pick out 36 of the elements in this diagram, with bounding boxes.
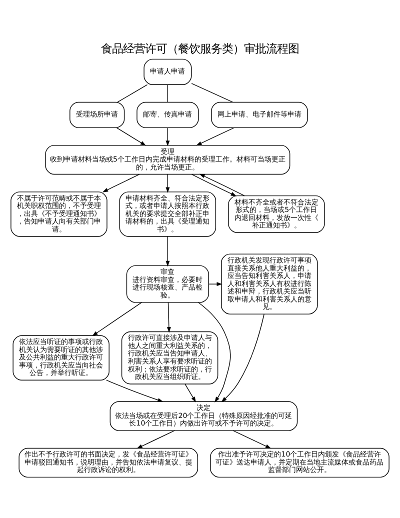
- node-box: 受理 收到申请材料当场或5个工作日内完成申请材料的受理工作。材料可当场更正的，允许当场更正。: [45, 144, 290, 175]
- node-box: 决定 依法当场或在受理后20个工作日（特殊原因经批准的可延长10个工作日）内做出许可或不予许可的决定。: [110, 401, 298, 431]
- arrow: [102, 174, 140, 192]
- arrow: [106, 380, 164, 402]
- node-box: 依法应当听证的事项或行政机关认为需要听证的其他涉及公共利益的重大行政许可事项，行政机关应当向社会公告，并举行听证。: [12, 335, 110, 380]
- arrow: [232, 430, 272, 449]
- node-box: 材料不齐全或者不符合法定形式的，当场或5个工作日内退回材料，发放一次性《补正通知书》。: [228, 195, 325, 233]
- arrow: [166, 236, 170, 267]
- node-box: 行政机关发现行政许可事项直接关系他人重大利益的，应当告知利害关系人，申请人和利害关系人有权进行陈述和申辩，行政机关应当听取申请人和利害关系人的意见。: [221, 254, 318, 314]
- node-box: 邮寄、传真申请: [136, 102, 199, 128]
- arrow: [136, 430, 175, 449]
- arrow: [221, 314, 264, 402]
- arrow: [184, 384, 196, 402]
- arrow: [166, 174, 170, 193]
- arrow: [196, 127, 234, 146]
- arrow: [208, 282, 222, 286]
- arrow: [116, 127, 146, 146]
- arrow: [166, 127, 170, 146]
- connector: [117, 84, 148, 103]
- node-box: 作出准予许可决定的10个工作日内颁发《食品经营许可证》送达申请人，并定期在当地主流媒体或食品药品监督部门网站公开。: [210, 448, 390, 478]
- node-box: 申请材料齐全、符合法定形式，或者申请人按照本行政机关的要求提交全部补正申请材料的，出具《受理通知书》。: [119, 192, 216, 237]
- node-box: 作出不予行政许可的书面决定，发《食品经营许可证》申请驳回通知书，说明理由，并告知依法申请复议、提起行政诉讼的权利。: [18, 448, 198, 478]
- node-box: 受理场所申请: [70, 102, 125, 128]
- arrow: [166, 302, 171, 333]
- arrow: [198, 302, 231, 402]
- node-box: 行政许可直接涉及申请人与他人之间重大利益关系的，行政机关应当告知申请人、利害关系人享有要求听证的权利；依法要求听证的，行政机关应当组织听证。: [121, 331, 218, 384]
- node-box: 申请人申请: [144, 58, 192, 85]
- node-box: 审查 进行资料审查，必要时进行现场核查、产品检验。: [126, 265, 209, 303]
- connector: [191, 83, 234, 102]
- arrow: [191, 174, 237, 196]
- node-box: 网上申请、电子邮件等申请: [211, 102, 308, 128]
- arrow: [199, 174, 245, 196]
- arrow: [92, 302, 142, 336]
- diagram-title: 食品经营许可（餐饮服务类）审批流程图: [101, 42, 299, 56]
- connector: [167, 84, 168, 102]
- node-box: 不属于许可范畴或不属于本机关职权范围的，不予受理，出具《不予受理通知书》，告知申请人向有关部门申请。: [10, 192, 108, 237]
